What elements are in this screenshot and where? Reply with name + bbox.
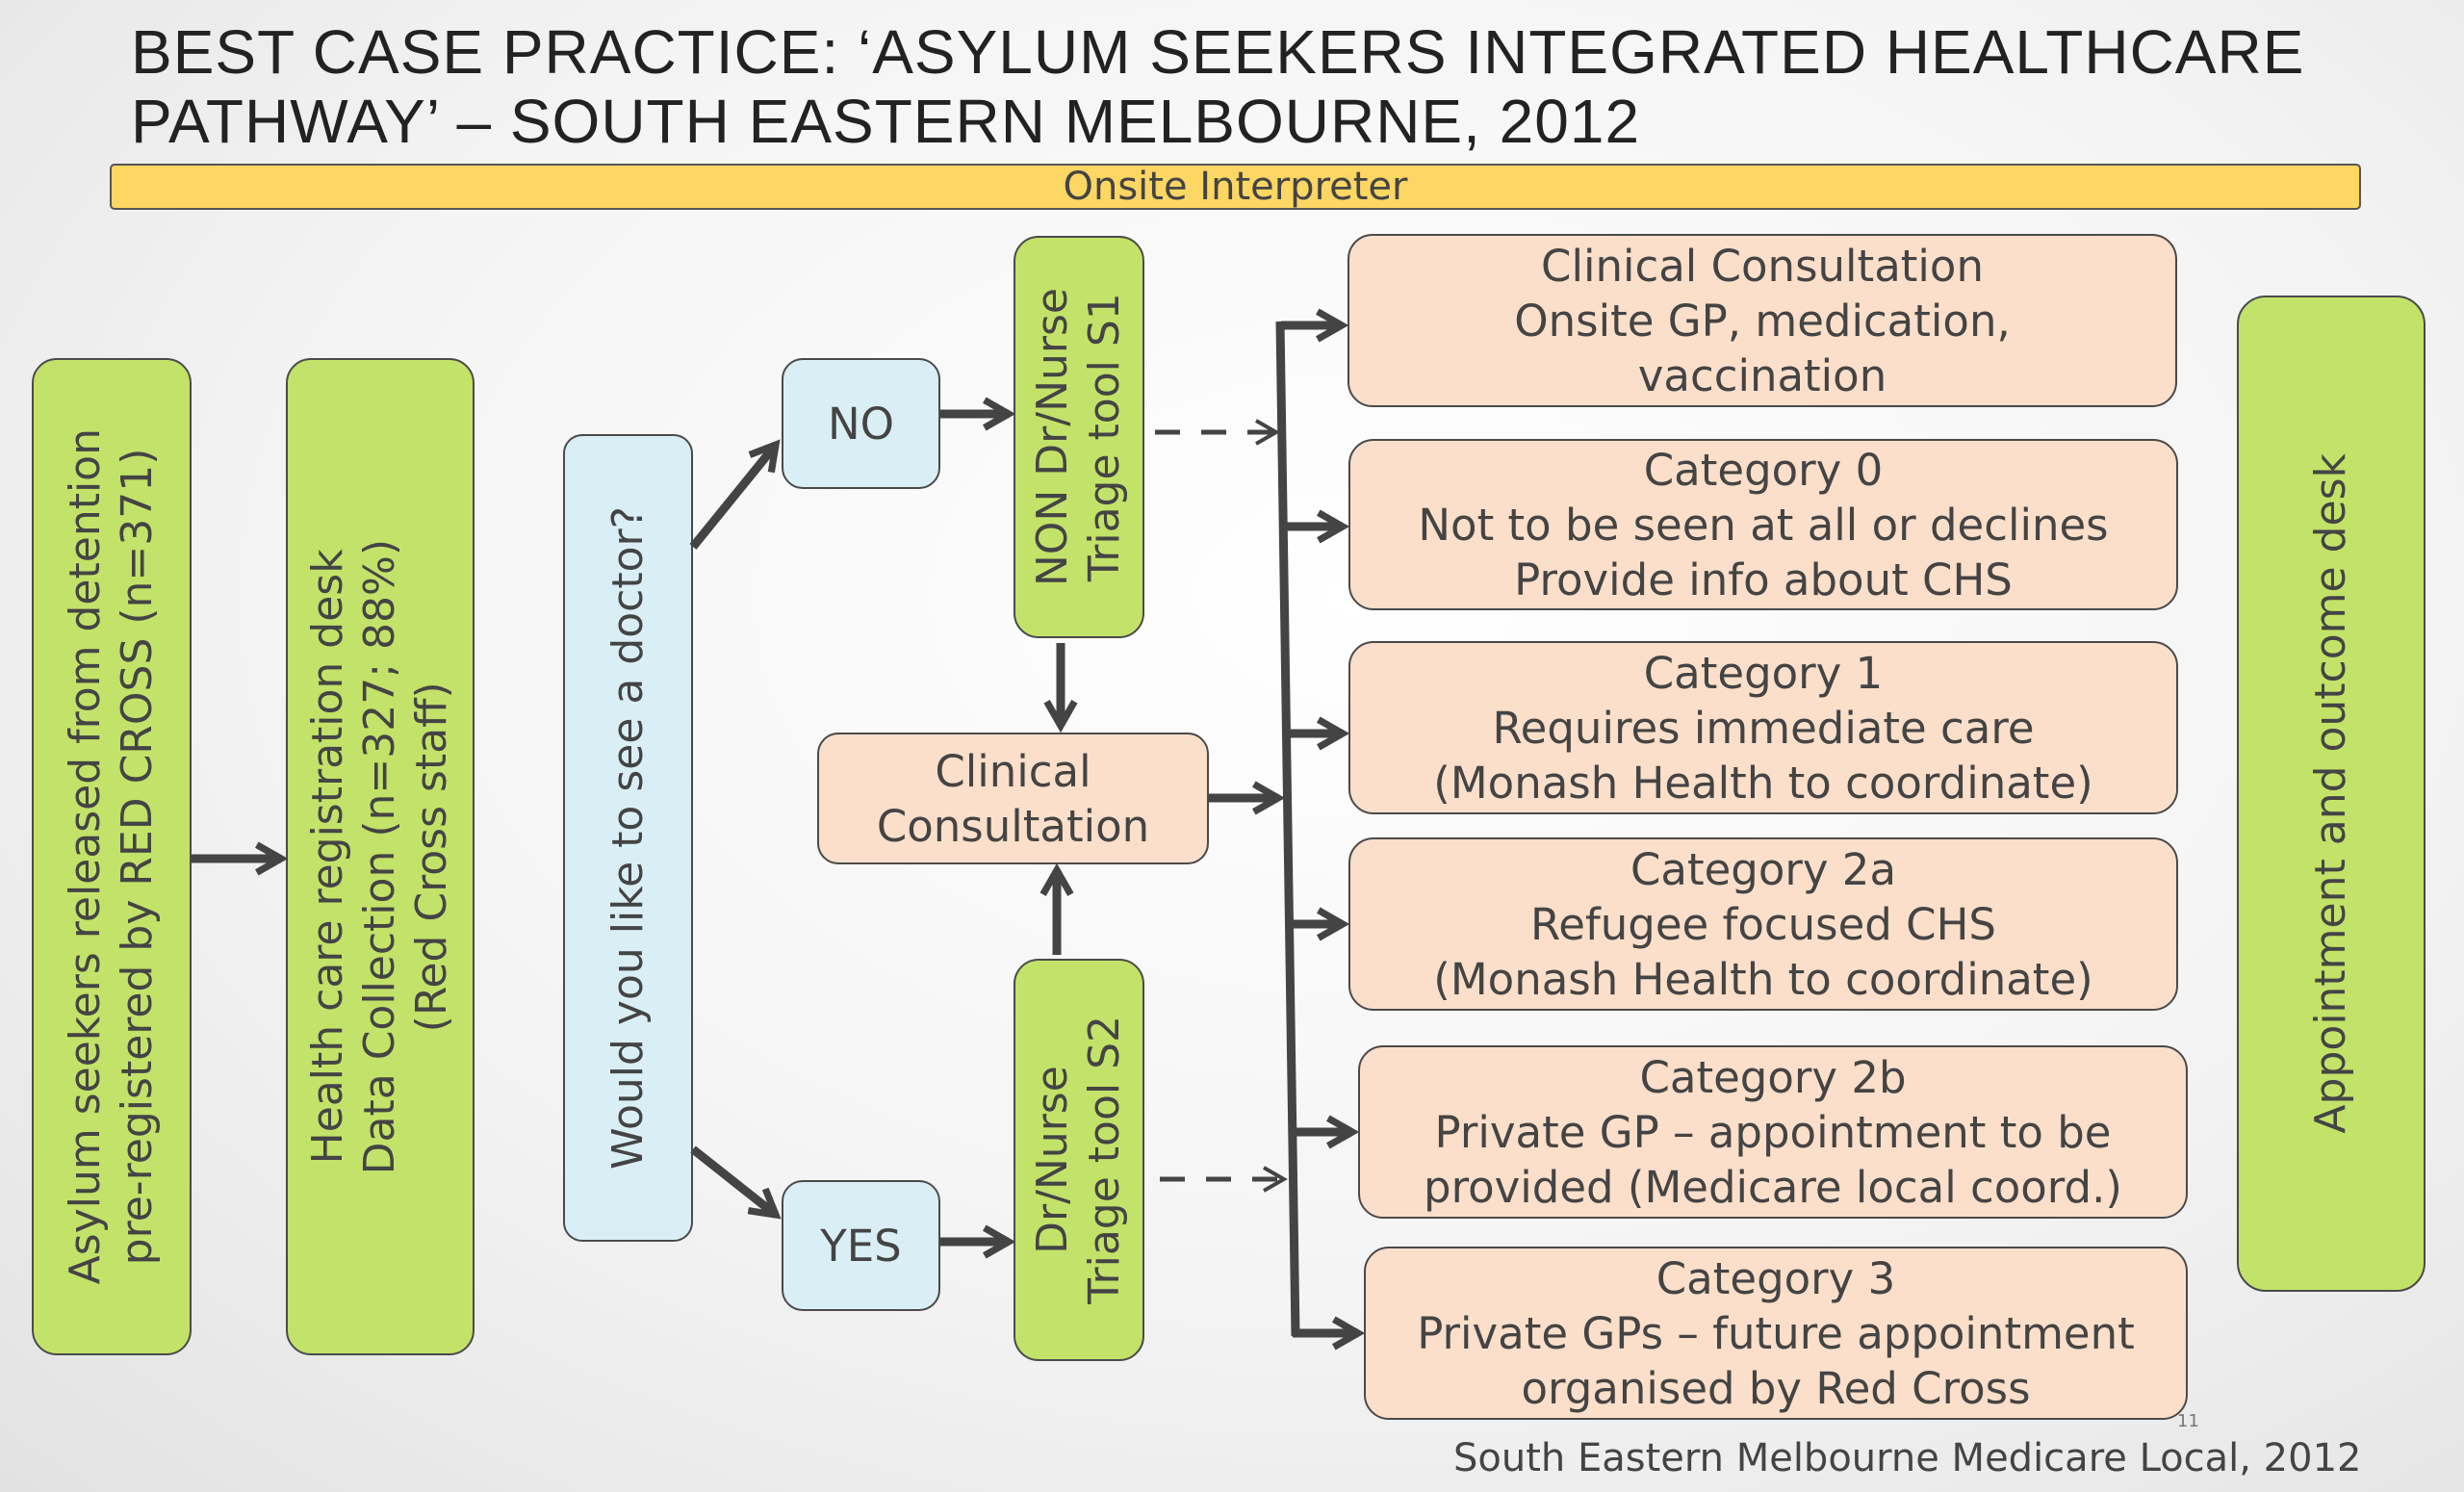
outcome-clinical-consultation: Clinical Consultation Onsite GP, medicat…	[1348, 234, 2177, 407]
asylum-seekers-box: Asylum seekers released from detention p…	[32, 358, 192, 1355]
triage-s2-box: Dr/Nurse Triage tool S2	[1014, 959, 1144, 1361]
outcome-category-2a: Category 2a Refugee focused CHS (Monash …	[1348, 837, 2178, 1011]
text-line: Clinical	[935, 745, 1091, 797]
title-line-1: BEST CASE PRACTICE: ‘ASYLUM SEEKERS INTE…	[131, 17, 2305, 87]
text-line: Private GPs – future appointment	[1417, 1307, 2135, 1359]
no-box: NO	[782, 358, 940, 489]
text-line: Consultation	[876, 800, 1150, 852]
text-line: Private GP – appointment to be	[1434, 1106, 2112, 1158]
text-line: Category 0	[1643, 444, 1884, 496]
onsite-interpreter-bar: Onsite Interpreter	[110, 164, 2361, 210]
text-line: Category 1	[1643, 647, 1884, 699]
yes-box: YES	[782, 1180, 940, 1311]
text-line: vaccination	[1637, 349, 1887, 401]
text-line: Not to be seen at all or declines	[1418, 499, 2109, 551]
slide-title: BEST CASE PRACTICE: ‘ASYLUM SEEKERS INTE…	[131, 17, 2304, 156]
appointment-desk-box: Appointment and outcome desk	[2237, 296, 2426, 1292]
text-line: (Monash Health to coordinate)	[1433, 953, 2093, 1005]
text-line: provided (Medicare local coord.)	[1424, 1161, 2122, 1213]
arrow-to-no	[689, 439, 781, 550]
text-line: Category 2b	[1639, 1051, 1907, 1103]
text-line: Onsite GP, medication,	[1514, 295, 2011, 347]
footer-source: South Eastern Melbourne Medicare Local, …	[1453, 1436, 2362, 1480]
question-box: Would you like to see a doctor?	[563, 434, 693, 1242]
clinical-consultation-box: Clinical Consultation	[817, 733, 1209, 864]
title-line-2: PATHWAY’ – SOUTH EASTERN MELBOURNE, 2012	[131, 87, 1641, 156]
text-line: Category 2a	[1630, 843, 1897, 895]
triage-s1-box: NON Dr/Nurse Triage tool S1	[1014, 236, 1144, 638]
outcome-category-2b: Category 2b Private GP – appointment to …	[1358, 1045, 2188, 1219]
text-line: Refugee focused CHS	[1530, 898, 1996, 950]
outcome-distribution-line	[1275, 321, 1300, 1337]
outcome-category-0: Category 0 Not to be seen at all or decl…	[1348, 439, 2178, 610]
outcome-category-3: Category 3 Private GPs – future appointm…	[1364, 1247, 2188, 1420]
text-line: Provide info about CHS	[1514, 553, 2013, 605]
text-line: (Monash Health to coordinate)	[1433, 757, 2093, 809]
outcome-category-1: Category 1 Requires immediate care (Mona…	[1348, 641, 2178, 814]
text-line: Requires immediate care	[1492, 702, 2035, 754]
page-number: 11	[2177, 1411, 2199, 1431]
arrow-to-yes	[690, 1145, 782, 1220]
text-line: Category 3	[1656, 1252, 1896, 1304]
text-line: Clinical Consultation	[1541, 240, 1984, 292]
text-line: organised by Red Cross	[1521, 1362, 2031, 1414]
